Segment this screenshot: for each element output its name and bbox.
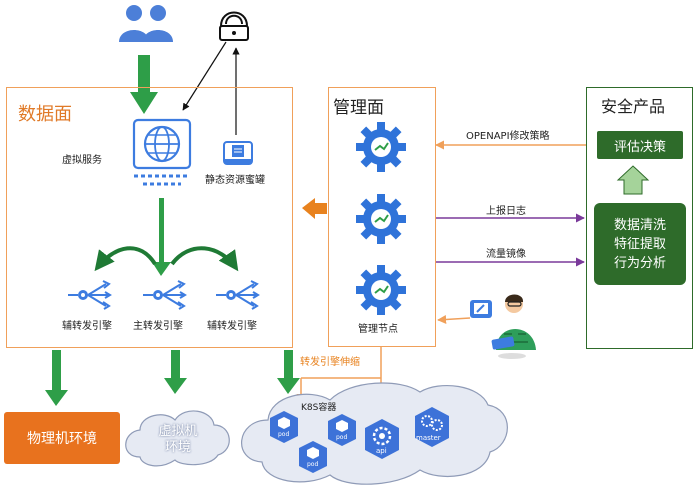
honeypot-icon bbox=[223, 141, 253, 165]
pod-icon bbox=[328, 414, 356, 446]
security-product-panel bbox=[586, 87, 693, 349]
physical-env-box: 物理机环境 bbox=[4, 412, 120, 464]
mgmt-to-data-arrow bbox=[302, 198, 327, 219]
operator-arrow bbox=[437, 315, 471, 324]
main-to-right-aux-arrow bbox=[170, 246, 239, 272]
decision-label: 评估决策 bbox=[613, 139, 666, 155]
api-icon bbox=[365, 419, 399, 459]
to-k8s-arrow bbox=[277, 350, 300, 394]
data-plane-panel bbox=[6, 87, 293, 348]
static-honeypot-label: 静态资源蜜罐 bbox=[205, 175, 265, 186]
gear-icon bbox=[356, 265, 406, 315]
attacker-icon bbox=[219, 11, 249, 41]
main-engine-label: 主转发引擎 bbox=[133, 321, 183, 332]
pod-label: pod bbox=[278, 431, 290, 438]
pod-icon bbox=[270, 411, 298, 443]
main-to-left-aux-arrow bbox=[94, 246, 157, 272]
to-physical-arrow bbox=[45, 350, 68, 406]
pod-label: pod bbox=[336, 434, 348, 441]
analysis-to-decision-arrow bbox=[616, 165, 650, 195]
user-ingress-arrow bbox=[130, 55, 158, 114]
openapi-label: OPENAPI修改策略 bbox=[466, 131, 550, 142]
management-node-label: 管理节点 bbox=[358, 324, 398, 335]
attacker-to-service-arrow bbox=[182, 41, 227, 111]
master-icon bbox=[415, 407, 449, 447]
virtual-service-label: 虚拟服务 bbox=[62, 155, 102, 166]
api-label: api bbox=[376, 447, 387, 455]
engine-scaling-label: 转发引擎伸缩 bbox=[300, 357, 360, 368]
operator-person-icon bbox=[470, 294, 536, 359]
pod-icon bbox=[299, 441, 327, 473]
aux-engine-right-label: 辅转发引擎 bbox=[207, 321, 257, 332]
decision-box: 评估决策 bbox=[597, 131, 683, 159]
analysis-line-2: 特征提取 bbox=[613, 236, 666, 252]
service-to-engine-line bbox=[159, 198, 164, 266]
security-product-title: 安全产品 bbox=[601, 97, 666, 116]
analysis-line-1: 数据清洗 bbox=[613, 217, 666, 233]
k8s-container-label: K8S容器 bbox=[301, 403, 337, 413]
pod-label: pod bbox=[307, 461, 319, 468]
management-plane-title: 管理面 bbox=[333, 98, 384, 118]
gear-icon bbox=[356, 122, 406, 172]
to-vm-arrow bbox=[164, 350, 187, 394]
physical-env-label: 物理机环境 bbox=[27, 431, 97, 447]
report-logs-label: 上报日志 bbox=[486, 206, 526, 217]
vm-env-line-2: 环境 bbox=[164, 440, 191, 455]
vm-env-line-1: 虚拟机 bbox=[158, 424, 198, 439]
vm-env-label-box: 虚拟机 环境 bbox=[140, 420, 216, 460]
users-icon bbox=[119, 5, 173, 42]
management-plane-panel bbox=[328, 87, 436, 347]
data-plane-title: 数据面 bbox=[18, 104, 72, 125]
globe-monitor-icon bbox=[132, 118, 192, 186]
analysis-line-3: 行为分析 bbox=[613, 255, 666, 271]
aux-engine-right-icon bbox=[216, 280, 260, 310]
aux-engine-left-icon bbox=[68, 280, 112, 310]
gear-icon bbox=[356, 194, 406, 244]
main-engine-icon bbox=[143, 280, 187, 310]
vm-cloud-shape bbox=[125, 410, 230, 467]
aux-engine-left-label: 辅转发引擎 bbox=[62, 321, 112, 332]
traffic-mirror-label: 流量镜像 bbox=[486, 249, 526, 260]
master-label: master bbox=[416, 434, 441, 442]
analysis-box: 数据清洗 特征提取 行为分析 bbox=[594, 203, 686, 285]
